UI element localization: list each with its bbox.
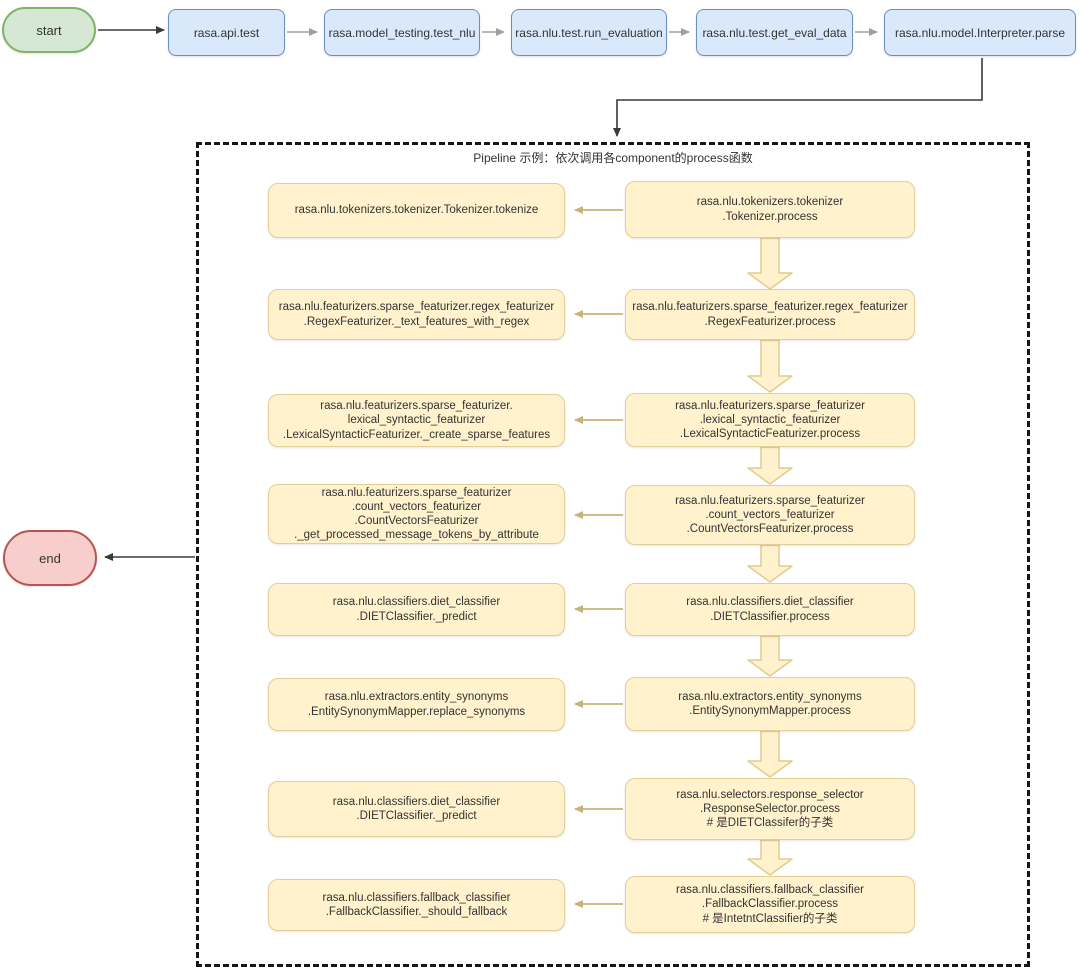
pipeline-row-2-left-node: rasa.nlu.featurizers.sparse_featurizer.r… (268, 289, 565, 340)
top-chain-node-1: rasa.api.test (168, 9, 285, 56)
block-arrow-2-3 (747, 339, 793, 393)
pipeline-row-1-left-node: rasa.nlu.tokenizers.tokenizer.Tokenizer.… (268, 183, 565, 238)
pipeline-row-1-right-node: rasa.nlu.tokenizers.tokenizer .Tokenizer… (625, 181, 915, 238)
pipeline-dashed-container (196, 142, 1030, 967)
top-chain-node-5: rasa.nlu.model.Interpreter.parse (884, 9, 1076, 56)
pipeline-row-6-right-node: rasa.nlu.extractors.entity_synonyms .Ent… (625, 677, 915, 731)
block-arrow-1-2 (747, 237, 793, 290)
pipeline-row-8-right-node: rasa.nlu.classifiers.fallback_classifier… (625, 876, 915, 933)
pipeline-row-5-left-node: rasa.nlu.classifiers.diet_classifier .DI… (268, 583, 565, 636)
block-arrow-7-8 (747, 839, 793, 876)
pipeline-row-3-left-node: rasa.nlu.featurizers.sparse_featurizer. … (268, 394, 565, 447)
end-node: end (3, 530, 97, 586)
pipeline-row-7-left-node: rasa.nlu.classifiers.diet_classifier .DI… (268, 781, 565, 837)
pipeline-row-2-right-node: rasa.nlu.featurizers.sparse_featurizer.r… (625, 289, 915, 340)
pipeline-row-4-left-node: rasa.nlu.featurizers.sparse_featurizer .… (268, 484, 565, 544)
block-arrow-5-6 (747, 635, 793, 677)
pipeline-row-6-left-node: rasa.nlu.extractors.entity_synonyms .Ent… (268, 678, 565, 731)
pipeline-row-5-right-node: rasa.nlu.classifiers.diet_classifier .DI… (625, 583, 915, 636)
pipeline-row-7-right-node: rasa.nlu.selectors.response_selector .Re… (625, 778, 915, 840)
pipeline-title: Pipeline 示例：依次调用各component的process函数 (473, 151, 753, 165)
block-arrow-4-5 (747, 544, 793, 583)
top-chain-node-4: rasa.nlu.test.get_eval_data (696, 9, 853, 56)
pipeline-row-4-right-node: rasa.nlu.featurizers.sparse_featurizer .… (625, 485, 915, 545)
top-chain-node-3: rasa.nlu.test.run_evaluation (511, 9, 667, 56)
top-chain-node-2: rasa.model_testing.test_nlu (324, 9, 480, 56)
block-arrow-3-4 (747, 446, 793, 485)
arrow-parse-to-pipeline (613, 58, 983, 137)
pipeline-row-3-right-node: rasa.nlu.featurizers.sparse_featurizer .… (625, 393, 915, 447)
start-node: start (2, 7, 96, 53)
block-arrow-6-7 (747, 730, 793, 778)
pipeline-row-8-left-node: rasa.nlu.classifiers.fallback_classifier… (268, 879, 565, 931)
